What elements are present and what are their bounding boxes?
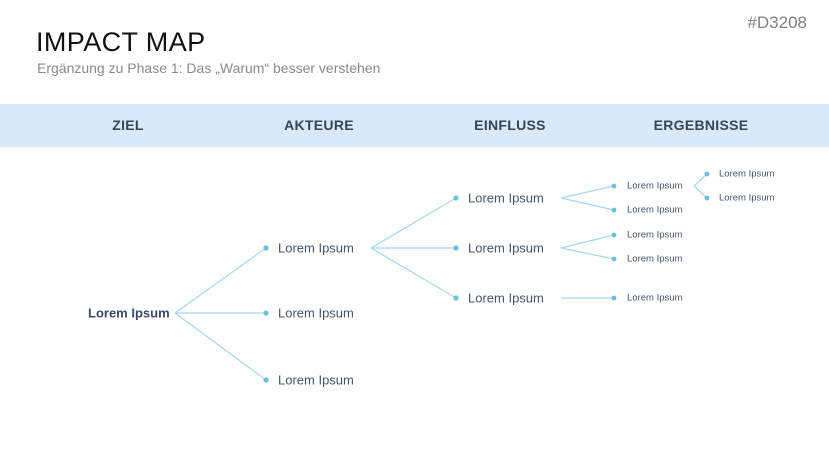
column-header-akteure: AKTEURE	[284, 117, 354, 133]
ergebnisse-sub-node-1: Lorem Ipsum	[719, 168, 775, 180]
connector-line	[560, 197, 615, 211]
node-bullet	[611, 295, 617, 301]
column-header-ergebnisse: ERGEBNISSE	[653, 117, 749, 133]
connector-line	[693, 173, 708, 187]
connector-line	[693, 185, 708, 199]
column-header-einfluss: EINFLUSS	[474, 117, 546, 133]
node-bullet	[611, 207, 617, 213]
connector-line	[174, 247, 267, 314]
akteure-node-3: Lorem Ipsum	[278, 372, 354, 388]
ergebnisse-node-5: Lorem Ipsum	[627, 292, 683, 304]
node-bullet	[611, 232, 617, 238]
akteure-node-1: Lorem Ipsum	[278, 240, 354, 256]
einfluss-node-3: Lorem Ipsum	[468, 290, 544, 306]
ergebnisse-node-1: Lorem Ipsum	[627, 180, 683, 192]
page-title: IMPACT MAP	[36, 27, 206, 57]
node-bullet	[263, 310, 269, 316]
ergebnisse-node-2: Lorem Ipsum	[627, 204, 683, 216]
node-bullet	[611, 256, 617, 262]
template-ref-code: #D3208	[747, 13, 807, 32]
einfluss-node-2: Lorem Ipsum	[468, 240, 544, 256]
node-bullet	[704, 171, 710, 177]
node-bullet	[704, 195, 710, 201]
node-bullet	[453, 295, 459, 301]
page-subtitle: Ergänzung zu Phase 1: Das „Warum“ besser…	[37, 60, 381, 76]
connector-line	[560, 185, 615, 199]
ergebnisse-sub-node-2: Lorem Ipsum	[719, 192, 775, 204]
node-bullet	[611, 183, 617, 189]
einfluss-node-1: Lorem Ipsum	[468, 190, 544, 206]
ziel-node: Lorem Ipsum	[88, 305, 170, 321]
connector-line	[560, 234, 615, 249]
akteure-node-2: Lorem Ipsum	[278, 305, 354, 321]
ergebnisse-node-3: Lorem Ipsum	[627, 229, 683, 241]
connector-line	[174, 312, 267, 381]
node-bullet	[263, 245, 269, 251]
node-bullet	[453, 195, 459, 201]
column-header-band	[0, 104, 829, 147]
node-bullet	[453, 245, 459, 251]
connector-line	[560, 247, 615, 260]
ergebnisse-node-4: Lorem Ipsum	[627, 253, 683, 265]
connector-line	[370, 197, 457, 249]
column-header-ziel: ZIEL	[112, 117, 144, 133]
connector-line	[370, 247, 457, 299]
node-bullet	[263, 377, 269, 383]
